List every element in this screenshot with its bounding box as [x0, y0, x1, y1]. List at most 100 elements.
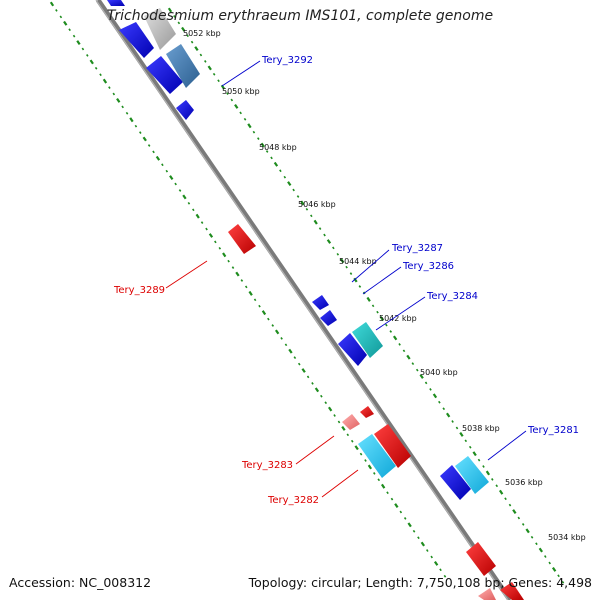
tick-major — [538, 547, 544, 553]
tick-major — [288, 348, 293, 354]
tick-minor — [426, 549, 429, 552]
gene-label-tery-3286[interactable]: Tery_3286 — [402, 261, 454, 272]
tick-major — [353, 277, 358, 283]
tick-major — [340, 258, 345, 264]
tick-major — [380, 483, 386, 489]
tick-minor — [218, 246, 222, 250]
gene-block[interactable] — [342, 414, 360, 430]
tick-minor — [517, 516, 521, 520]
tick-minor — [310, 214, 313, 218]
gene-labels: Tery_3292 Tery_3287 Tery_3286 Tery_3284 … — [113, 55, 579, 506]
leader-tery-3287 — [351, 249, 390, 283]
leader-tery-3281 — [487, 430, 527, 461]
tick-minor — [258, 304, 261, 308]
tick-minor — [230, 98, 234, 102]
tick-major — [327, 406, 333, 412]
gene-label-tery-3281[interactable]: Tery_3281 — [527, 425, 579, 436]
tick-major — [341, 425, 346, 431]
genome-summary-text: Topology: circular; Length: 7,750,108 bp… — [248, 575, 592, 590]
gene-block[interactable] — [358, 434, 396, 478]
tick-major — [459, 431, 464, 437]
gene-label-tery-3292[interactable]: Tery_3292 — [261, 55, 313, 66]
tick-minor — [311, 382, 314, 385]
gene-label-tery-3289[interactable]: Tery_3289 — [113, 285, 165, 296]
tick-minor — [244, 285, 248, 289]
tick-minor — [186, 34, 189, 38]
gene-block[interactable] — [352, 322, 383, 358]
gene-block[interactable] — [440, 465, 471, 500]
tick-major — [313, 219, 318, 225]
tick-minor — [283, 175, 287, 179]
gene-block[interactable] — [176, 100, 194, 120]
tick-minor — [226, 92, 229, 95]
gene-label-tery-3282[interactable]: Tery_3282 — [267, 495, 319, 506]
scale-label-5044: 5044 kbp — [339, 257, 377, 266]
tick-minor — [430, 555, 433, 559]
tick-minor — [306, 375, 310, 379]
tick-minor — [318, 227, 322, 230]
tick-major — [406, 354, 411, 360]
tick-minor — [108, 86, 111, 89]
scale-labels: 5052 kbp 5050 kbp 5048 kbp 5046 kbp 5044… — [183, 29, 586, 542]
tick-minor — [477, 458, 481, 462]
gene-block[interactable] — [500, 582, 524, 600]
gene-block[interactable] — [119, 22, 154, 58]
tick-minor — [212, 72, 216, 76]
gene-block[interactable] — [144, 8, 176, 50]
tick-minor — [293, 356, 297, 360]
tick-major — [261, 310, 267, 316]
tick-minor — [399, 510, 403, 514]
gene-label-tery-3284[interactable]: Tery_3284 — [426, 291, 478, 302]
tick-minor — [464, 439, 468, 443]
gene-label-tery-3287[interactable]: Tery_3287 — [391, 243, 443, 254]
tick-minor — [165, 169, 169, 173]
tick-major — [512, 509, 517, 515]
tick-minor — [385, 323, 388, 327]
gene-block[interactable] — [107, 0, 125, 6]
gene-block[interactable] — [312, 295, 329, 310]
gene-block[interactable] — [338, 333, 367, 366]
tick-minor — [279, 169, 282, 173]
tick-major — [169, 175, 174, 181]
tick-minor — [199, 53, 203, 57]
tick-minor — [147, 144, 151, 147]
gene-block[interactable] — [360, 406, 374, 418]
tick-minor — [55, 9, 58, 12]
tick-minor — [415, 368, 419, 372]
leader-tery-3282 — [321, 469, 359, 498]
accession-text: Accession: NC_008312 — [9, 575, 152, 590]
leader-lines — [165, 60, 527, 498]
tick-minor — [451, 420, 454, 423]
gene-label-tery-3283[interactable]: Tery_3283 — [241, 460, 293, 471]
tick-minor — [390, 497, 394, 501]
gene-block[interactable] — [166, 44, 200, 88]
tick-major — [49, 1, 55, 7]
tick-major — [63, 20, 68, 26]
tick-minor — [495, 484, 499, 488]
tick-major — [273, 161, 279, 167]
tick-major — [354, 445, 359, 451]
gene-block[interactable] — [228, 224, 256, 254]
tick-minor — [402, 349, 406, 353]
tick-major — [182, 194, 187, 200]
tick-major — [498, 489, 504, 495]
tick-minor — [125, 111, 129, 115]
tick-minor — [265, 150, 269, 153]
tick-minor — [161, 163, 164, 167]
tick-minor — [557, 574, 560, 578]
tick-major — [472, 451, 477, 457]
tick-minor — [336, 252, 340, 256]
gene-block[interactable] — [146, 56, 183, 94]
tick-minor — [508, 503, 512, 507]
tick-minor — [403, 517, 407, 520]
gene-block[interactable] — [455, 456, 489, 494]
tick-minor — [190, 40, 194, 44]
tick-minor — [267, 317, 270, 321]
gene-block[interactable] — [374, 424, 411, 468]
tick-minor — [544, 555, 547, 558]
tick-minor — [192, 208, 195, 212]
tick-minor — [491, 478, 494, 481]
gene-block[interactable] — [466, 542, 496, 576]
gene-block[interactable] — [320, 310, 337, 326]
gene-block[interactable] — [478, 588, 496, 600]
